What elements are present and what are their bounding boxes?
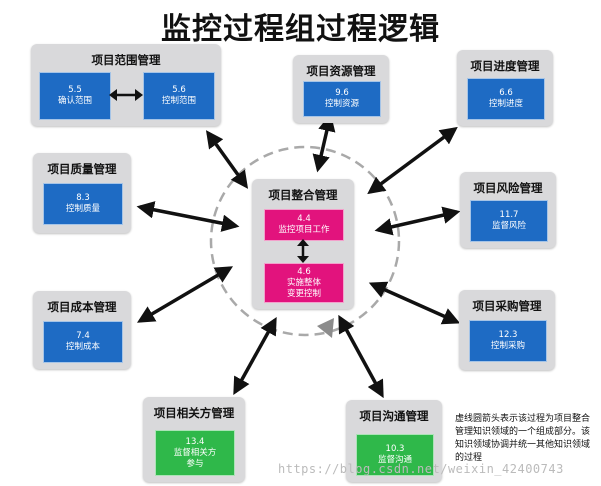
panel-cost-management: 项目成本管理 7.4 控制成本 [33,291,131,369]
panel-risk-management: 项目风险管理 11.7 监督风险 [460,172,556,248]
arrow-scope-integration [205,130,249,189]
process-name: 控制资源 [324,99,359,109]
process-control-schedule: 6.6 控制进度 [467,78,545,120]
process-number: 5.6 [172,85,186,95]
panel-title: 项目质量管理 [47,162,117,176]
process-control-scope: 5.6 控制范围 [143,72,215,120]
process-confirm-scope: 5.5 确认范围 [39,72,111,120]
panel-communication-management: 项目沟通管理 10.3 监督沟通 [346,400,442,482]
process-number: 4.6 [297,266,311,277]
panel-title: 项目沟通管理 [359,409,429,423]
process-number: 6.6 [499,88,513,98]
panel-title: 项目采购管理 [472,299,542,313]
process-name: 控制进度 [488,99,523,109]
panel-resource-management: 项目资源管理 9.6 控制资源 [293,55,389,123]
panel-title: 项目整合管理 [268,188,338,202]
process-monitor-stakeholder-engagement: 13.4 监督相关方 参与 [155,430,235,476]
process-name: 监督沟通 [377,455,412,465]
process-number: 9.6 [335,88,349,98]
panel-stakeholder-management: 项目相关方管理 13.4 监督相关方 参与 [143,397,245,482]
process-number: 5.5 [68,85,82,95]
arrow-stakeholder-integration [233,316,277,396]
process-name: 控制采购 [490,341,525,351]
process-monitor-project-work: 4.4 监控项目工作 [264,209,344,241]
process-control-costs: 7.4 控制成本 [43,321,123,363]
process-name-line2: 参与 [186,458,204,469]
process-number: 8.3 [76,193,90,203]
process-control-resources: 9.6 控制资源 [303,81,381,117]
panel-schedule-management: 项目进度管理 6.6 控制进度 [457,50,553,126]
process-name: 监督风险 [491,221,526,231]
arrow-cost-integration [136,266,234,323]
process-name: 确认范围 [57,96,92,106]
process-name-line1: 实施整体 [286,277,321,288]
panel-quality-management: 项目质量管理 8.3 控制质量 [33,153,131,233]
legend-note: 虚线圆箭头表示该过程为项目整合管理知识领域的一个组成部分。该知识领域协调并统一其… [455,414,591,463]
process-number: 13.4 [185,436,205,447]
panel-title: 项目资源管理 [306,64,376,78]
panel-title: 项目进度管理 [470,59,540,73]
arrow-quality-integration [136,201,240,232]
panel-title: 项目风险管理 [473,181,543,195]
process-number: 4.4 [297,214,311,224]
panel-title: 项目范围管理 [91,53,161,67]
process-control-quality: 8.3 控制质量 [43,183,123,225]
panel-scope-management: 项目范围管理 5.5 确认范围 5.6 控制范围 [31,44,221,126]
process-name: 控制成本 [65,342,100,352]
vertical-double-arrow-icon [297,239,309,263]
watermark: https://blog.csdn.net/weixin_42400743 [278,462,564,476]
page-title: 监控过程组过程逻辑 [161,12,440,47]
process-monitor-communications: 10.3 监督沟通 [356,434,434,476]
process-control-procurements: 12.3 控制采购 [469,320,547,362]
arrow-procurement-integration [368,281,461,325]
arrow-risk-integration [374,206,461,236]
process-monitor-risks: 11.7 监督风险 [470,200,548,242]
arrow-resource-integration [312,113,336,173]
process-name-line1: 监督相关方 [173,447,217,458]
process-integrated-change-control: 4.6 实施整体 变更控制 [264,263,344,303]
process-name: 控制范围 [161,96,196,106]
dashed-circle [209,145,401,337]
process-number: 12.3 [498,330,518,340]
arrow-schedule-integration [367,126,458,195]
panel-title: 项目相关方管理 [153,406,235,420]
dashed-circle-arrowhead [317,318,334,338]
process-number: 11.7 [499,210,519,220]
process-name-line2: 变更控制 [286,288,321,299]
panel-title: 项目成本管理 [47,300,117,314]
panel-procurement-management: 项目采购管理 12.3 控制采购 [459,290,555,370]
arrow-communication-integration [338,314,384,399]
process-number: 7.4 [76,331,90,341]
process-name: 监控项目工作 [278,225,330,235]
process-name: 控制质量 [65,204,100,214]
process-number: 10.3 [385,444,405,454]
double-arrow-icon [109,89,143,101]
panel-integration-management: 项目整合管理 4.4 监控项目工作 4.6 实施整体 变更控制 [252,179,354,309]
